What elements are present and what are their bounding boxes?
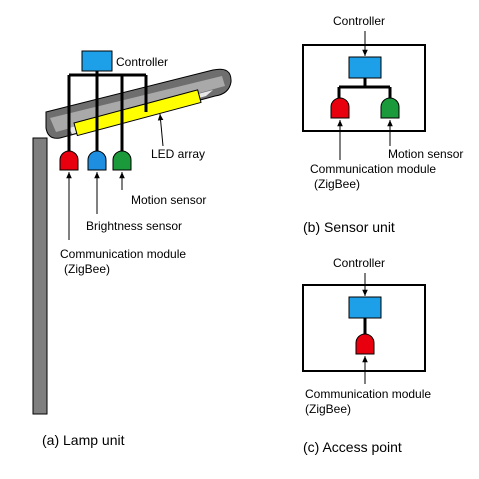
lamp-controller (81, 50, 113, 72)
lamp-motion-sensor-icon (112, 150, 132, 171)
ap-communication-module-icon (355, 333, 375, 355)
ap-controller-label: Controller (333, 256, 385, 270)
sensor-unit-caption: (b) Sensor unit (303, 219, 395, 235)
led-array-label: LED array (151, 147, 205, 161)
lamp-communication-label-2: (ZigBee) (64, 262, 110, 276)
sensor-unit: Controller Motion sensor Communication m… (302, 14, 463, 235)
lamp-communication-label: Communication module (60, 247, 186, 261)
led-array (73, 89, 202, 137)
lamp-controller-label: Controller (116, 55, 168, 69)
access-point-caption: (c) Access point (303, 439, 402, 455)
lamp-brightness-sensor-icon (87, 150, 107, 171)
sensor-motion-sensor-icon (380, 97, 400, 119)
access-point: Controller Communication module (ZigBee)… (302, 256, 431, 455)
access-point-box (302, 284, 426, 372)
sensor-communication-label: Communication module (310, 162, 436, 176)
ap-communication-label-2: (ZigBee) (305, 402, 351, 416)
sensor-communication-module-icon (330, 97, 350, 119)
lamp-communication-module-icon (59, 150, 79, 171)
sensor-wiring (337, 78, 392, 102)
ap-controller (348, 296, 382, 319)
sensor-motion-label: Motion sensor (388, 147, 463, 161)
lamp-unit: Controller LED array Motion sensor Brigh… (32, 50, 232, 448)
sensor-unit-box (302, 44, 426, 132)
sensor-communication-label-2: (ZigBee) (314, 177, 360, 191)
lamp-pole (32, 137, 48, 415)
lamp-motion-label: Motion sensor (131, 193, 206, 207)
sensor-controller (348, 56, 382, 79)
lamp-brightness-label: Brightness sensor (86, 219, 182, 233)
ap-communication-label: Communication module (305, 387, 431, 401)
led-array-arrow (157, 113, 164, 147)
lamp-housing (45, 68, 232, 139)
lamp-unit-caption: (a) Lamp unit (42, 432, 125, 448)
sensor-controller-label: Controller (333, 14, 385, 28)
